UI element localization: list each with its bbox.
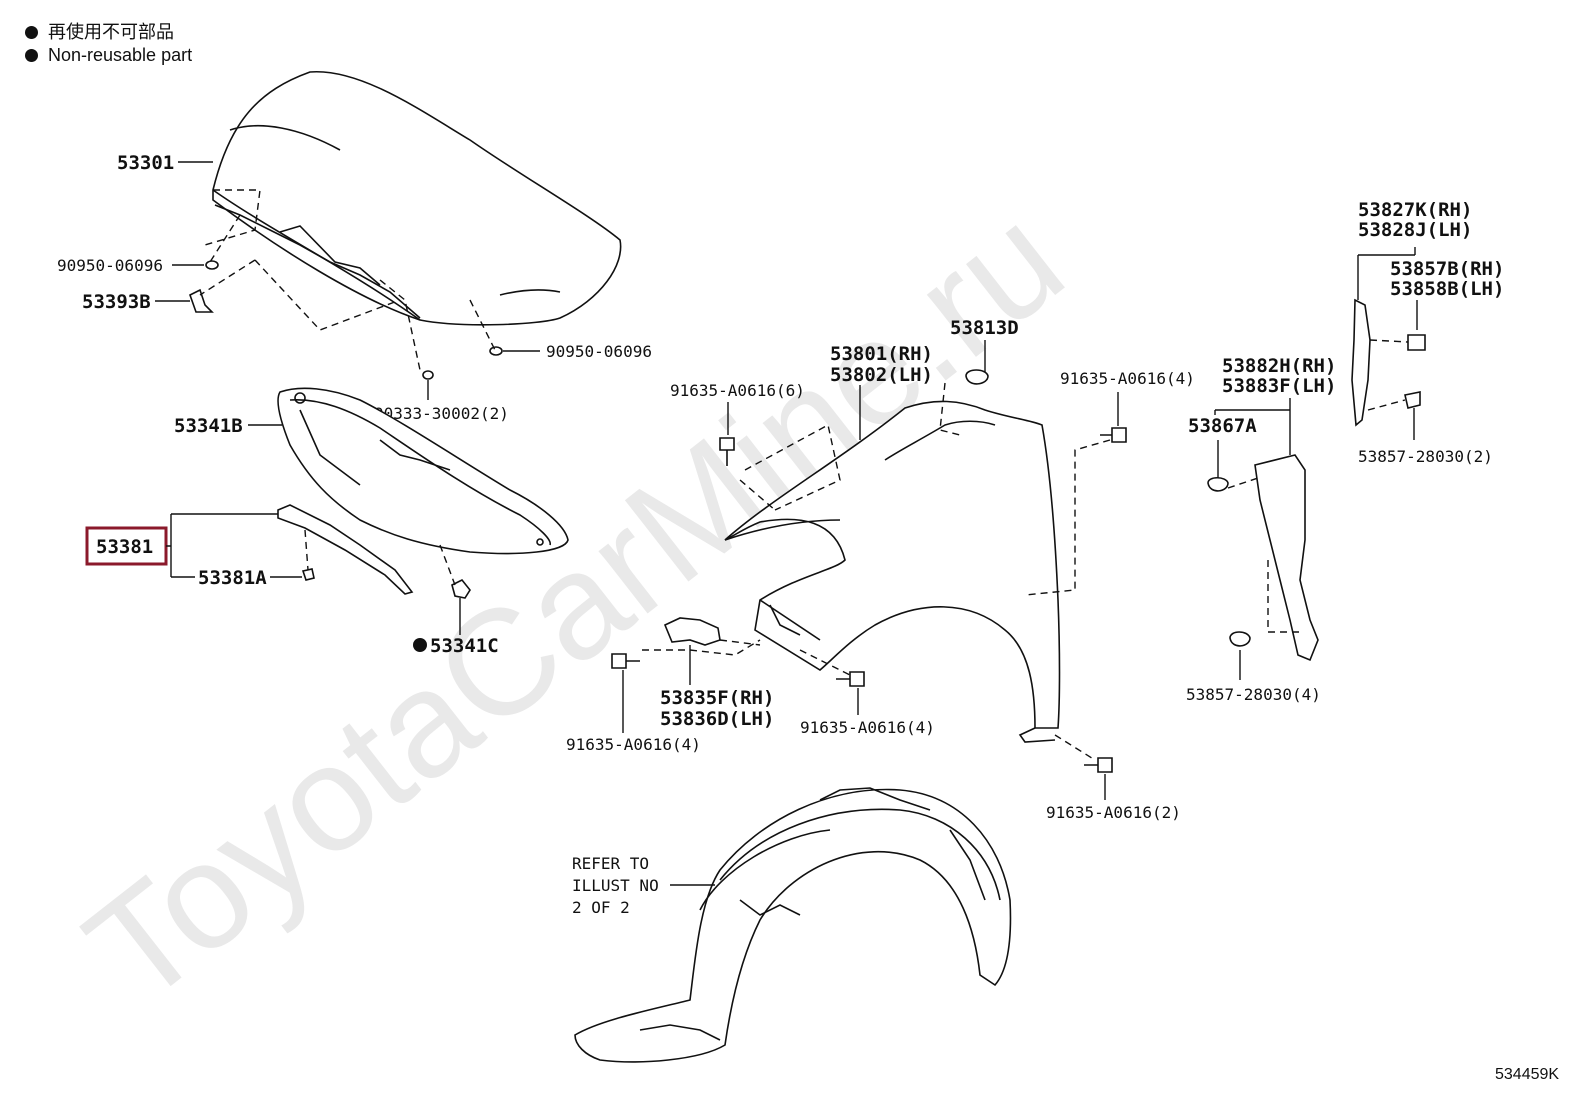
label-fender-lh: 53802(LH) (830, 364, 933, 386)
label-bolt-lower-left: 91635-A0616(4) (800, 718, 935, 737)
clip-icon (189, 288, 214, 313)
label-protector-clip: 53867A (1188, 415, 1257, 437)
label-hood: 53301 (117, 152, 174, 174)
bullet-icon (25, 49, 38, 62)
bolt-icon (719, 437, 735, 466)
label-seal-rh: 53827K(RH) (1358, 199, 1472, 221)
bolt-icon (1084, 757, 1113, 773)
clip-icon (301, 568, 315, 581)
legend-non-reusable-jp: 再使用不可部品 (25, 18, 174, 44)
hood-seal (277, 504, 414, 595)
label-fender-clip-top: 53813D (950, 317, 1019, 339)
label-protector-rh: 53882H(RH) (1222, 355, 1336, 377)
clip-icon (1207, 476, 1229, 492)
bolt-icon (836, 671, 865, 687)
fender-seal (1351, 298, 1371, 427)
bolt-icon (1100, 427, 1127, 443)
label-bolt-left: 91635-A0616(6) (670, 381, 805, 400)
label-hood-cushion-top: 90950-06096 (57, 256, 163, 275)
label-bracket-rh: 53835F(RH) (660, 687, 774, 709)
cushion-icon (489, 346, 503, 356)
bullet-icon (25, 26, 38, 39)
diagram-code: 534459K (1495, 1066, 1559, 1083)
label-seal-clip-rh: 53857B(RH) (1390, 258, 1504, 280)
hood-panel (212, 71, 622, 326)
fender-panel (724, 400, 1061, 743)
label-insulator-clip: 53341C (430, 635, 499, 657)
clip-icon (1404, 391, 1421, 409)
non-reusable-dot-icon (413, 638, 427, 652)
clip-icon (965, 369, 989, 385)
label-refer-line3: 2 OF 2 (572, 898, 630, 917)
legend-non-reusable-en: Non-reusable part (25, 45, 192, 66)
label-seal-clip-bottom: 53857-28030(2) (1358, 447, 1493, 466)
label-seal-clip-lh: 53858B(LH) (1390, 278, 1504, 300)
label-protector-lh: 53883F(LH) (1222, 375, 1336, 397)
label-hood-clip: 53393B (82, 291, 151, 313)
label-hood-cushion-mid: 90333-30002(2) (374, 404, 509, 423)
label-bolt-lower: 91635-A0616(2) (1046, 803, 1181, 822)
label-bolt-right: 91635-A0616(4) (1060, 369, 1195, 388)
fender-liner (574, 787, 1012, 1063)
clip-icon (1229, 631, 1251, 647)
cushion-icon (205, 260, 219, 270)
label-fender-rh: 53801(RH) (830, 343, 933, 365)
bolt-icon (611, 653, 640, 669)
label-hood-insulator: 53341B (174, 415, 243, 437)
label-hood-seal[interactable]: 53381 (96, 536, 153, 558)
label-refer-line1: REFER TO (572, 854, 649, 873)
label-protector-clip-bottom: 53857-28030(4) (1186, 685, 1321, 704)
cushion-icon (422, 370, 434, 380)
label-bracket-lh: 53836D(LH) (660, 708, 774, 730)
label-seal-lh: 53828J(LH) (1358, 219, 1472, 241)
label-hood-seal-clip: 53381A (198, 567, 267, 589)
clip-icon (451, 578, 471, 599)
label-refer-line2: ILLUST NO (572, 876, 659, 895)
fender-protector (1254, 454, 1319, 662)
label-bolt-bracket: 91635-A0616(4) (566, 735, 701, 754)
hood-insulator (277, 387, 569, 555)
label-hood-cushion-right: 90950-06096 (546, 342, 652, 361)
clip-icon (1407, 334, 1426, 351)
fender-bracket (663, 617, 721, 646)
